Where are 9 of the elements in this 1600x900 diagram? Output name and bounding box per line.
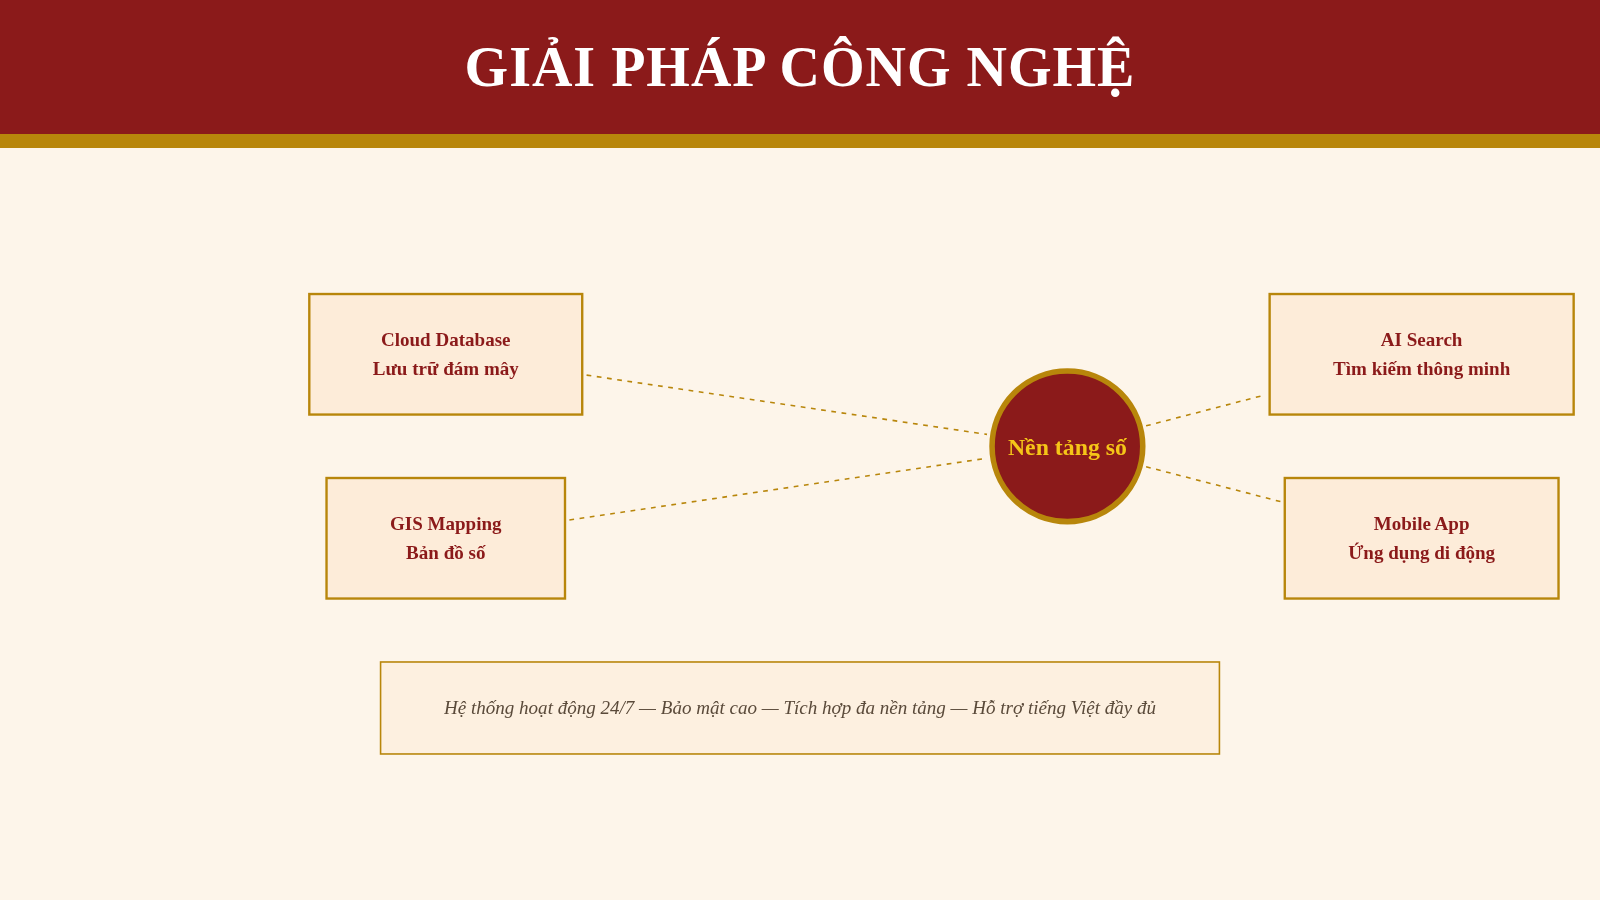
feature-box: GIS Mapping Bản đồ số — [325, 476, 567, 600]
title: GIẢI PHÁP CÔNG NGHỆ — [464, 35, 1136, 99]
feature-box: Mobile App Ứng dụng di động — [1283, 476, 1560, 600]
banner-box: Hệ thống hoạt động 24/7 — Bảo mật cao — Tích hợp đa nền tảng — Hỗ trợ tiếng Việt đầy đủ — [379, 661, 1221, 755]
feature-box: Cloud Database Lưu trữ đám mây — [308, 292, 584, 416]
feature-box: AI Search Tìm kiếm thông minh — [1268, 292, 1575, 416]
platform-circle: Nền tảng số — [989, 368, 1146, 525]
dashed-line — [1145, 465, 1282, 503]
dashed-line — [585, 374, 988, 436]
